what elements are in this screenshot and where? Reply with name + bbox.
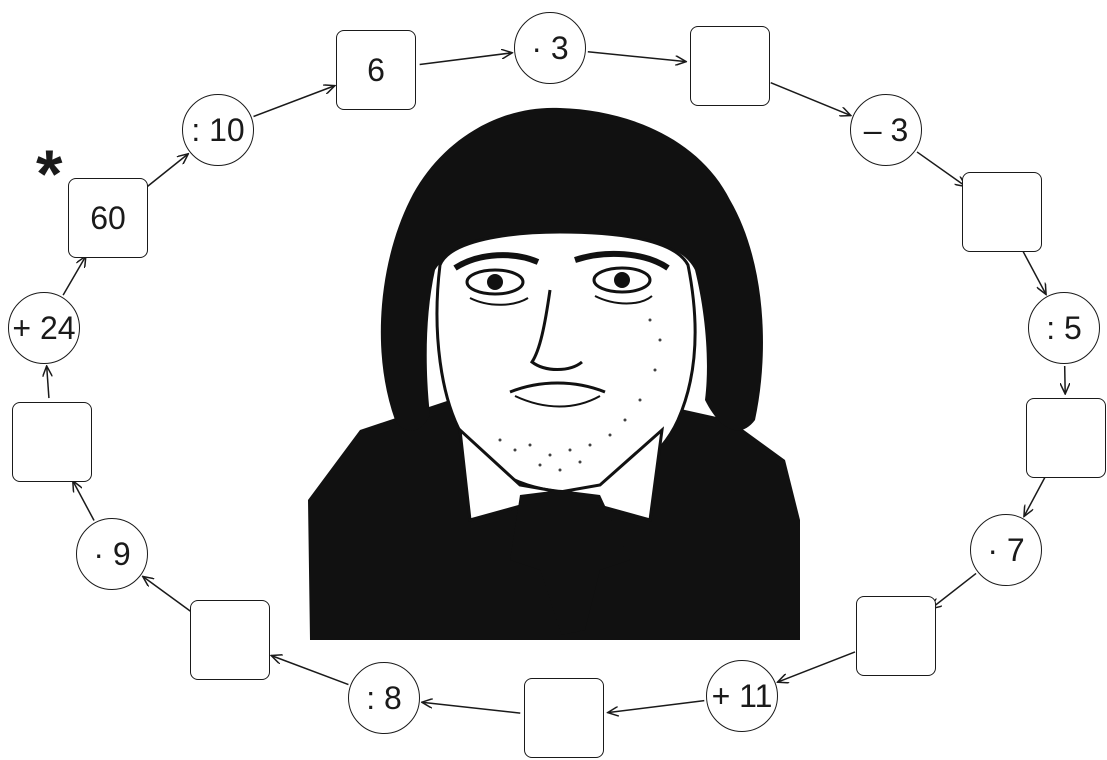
flow-arrow <box>142 154 188 191</box>
flow-arrow <box>143 576 195 614</box>
operation-circle: + 24 <box>8 292 80 364</box>
operation-circle: : 10 <box>182 94 254 166</box>
flow-arrow <box>422 702 521 713</box>
flow-arrow <box>777 652 855 682</box>
portrait-illustration <box>300 100 808 648</box>
flow-arrow <box>1065 366 1066 394</box>
operation-circle: – 3 <box>850 94 922 166</box>
number-box: 60 <box>68 178 148 258</box>
flow-arrow <box>1023 251 1046 295</box>
operation-circle: : 5 <box>1028 292 1100 364</box>
flow-arrow <box>73 481 94 521</box>
empty-answer-box[interactable] <box>856 596 936 676</box>
empty-answer-box[interactable] <box>12 402 92 482</box>
flow-arrow <box>47 366 49 398</box>
operation-circle: · 3 <box>514 12 586 84</box>
operation-circle: : 8 <box>348 662 420 734</box>
empty-answer-box[interactable] <box>690 26 770 106</box>
empty-answer-box[interactable] <box>190 600 270 680</box>
flow-arrow <box>608 701 705 713</box>
operation-circle: · 7 <box>970 514 1042 586</box>
flow-arrow <box>63 256 86 295</box>
flow-arrow <box>271 656 348 685</box>
flow-arrow <box>917 152 966 187</box>
empty-answer-box[interactable] <box>962 172 1042 252</box>
empty-answer-box[interactable] <box>1026 398 1106 478</box>
flow-arrow <box>1024 477 1045 517</box>
flow-arrow <box>588 52 686 62</box>
number-box: 6 <box>336 30 416 110</box>
operation-circle: + 11 <box>706 660 778 732</box>
flow-arrow <box>420 53 513 65</box>
operation-circle: · 9 <box>76 518 148 590</box>
empty-answer-box[interactable] <box>524 678 604 758</box>
flow-arrow <box>931 573 976 608</box>
star-mark: * <box>36 140 62 208</box>
